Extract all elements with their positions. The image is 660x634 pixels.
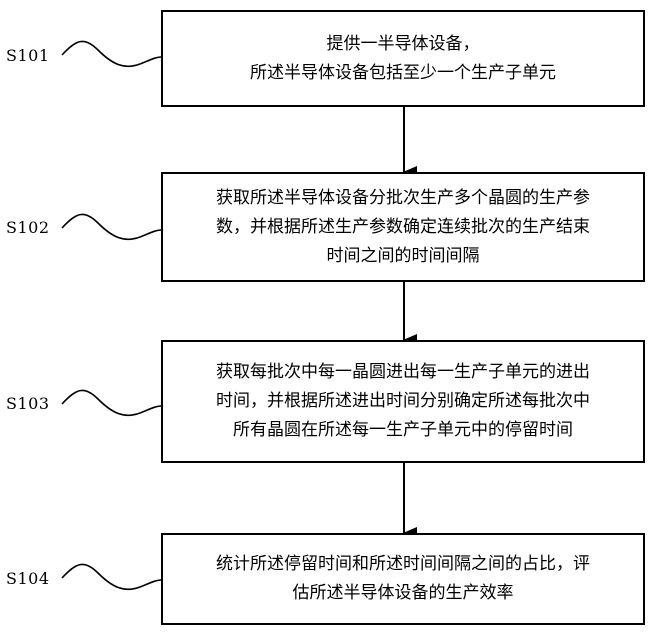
step-text-line: 估所述半导体设备的生产效率 <box>292 583 514 603</box>
leader-line-s101 <box>61 40 162 68</box>
step-box-s103: 获取每批次中每一晶圆进出每一生产子单元的进出 时间，并根据所述进出时间分别确定所… <box>161 340 645 463</box>
leader-line-s103 <box>61 389 162 417</box>
step-text-s101: 提供一半导体设备， 所述半导体设备包括至少一个生产子单元 <box>250 30 556 88</box>
leader-line-s104 <box>61 563 162 591</box>
step-label-s103: S103 <box>6 394 50 413</box>
step-text-s103: 获取每批次中每一晶圆进出每一生产子单元的进出 时间，并根据所述进出时间分别确定所… <box>216 358 590 445</box>
step-text-line: 统计所述停留时间和所述时间间隔之间的占比，评 <box>216 554 590 574</box>
step-text-s102: 获取所述半导体设备分批次生产多个晶圆的生产参 数，并根据所述生产参数确定连续批次… <box>216 184 590 271</box>
step-box-s102: 获取所述半导体设备分批次生产多个晶圆的生产参 数，并根据所述生产参数确定连续批次… <box>161 172 645 282</box>
step-label-s104: S104 <box>6 569 50 588</box>
leader-line-s102 <box>61 213 162 241</box>
step-text-line: 提供一半导体设备， <box>326 33 480 54</box>
step-text-line: 时间之间的时间间隔 <box>326 245 480 266</box>
step-box-s101: 提供一半导体设备， 所述半导体设备包括至少一个生产子单元 <box>161 10 645 107</box>
step-label-s102: S102 <box>6 218 50 237</box>
step-text-line: 数，并根据所述生产参数确定连续批次的生产结束 <box>216 216 590 237</box>
step-text-s104: 统计所述停留时间和所述时间间隔之间的占比，评 估所述半导体设备的生产效率 <box>216 550 590 608</box>
step-text-line: 获取所述半导体设备分批次生产多个晶圆的生产参 <box>216 187 590 208</box>
step-text-line: 时间，并根据所述进出时间分别确定所述每批次中 <box>216 391 590 411</box>
step-text-line: 获取每批次中每一晶圆进出每一生产子单元的进出 <box>216 362 590 382</box>
step-text-line: 所有晶圆在所述每一生产子单元中的停留时间 <box>233 420 573 440</box>
step-label-s101: S101 <box>6 46 50 65</box>
step-box-s104: 统计所述停留时间和所述时间间隔之间的占比，评 估所述半导体设备的生产效率 <box>161 533 645 625</box>
step-text-line: 所述半导体设备包括至少一个生产子单元 <box>250 62 556 83</box>
